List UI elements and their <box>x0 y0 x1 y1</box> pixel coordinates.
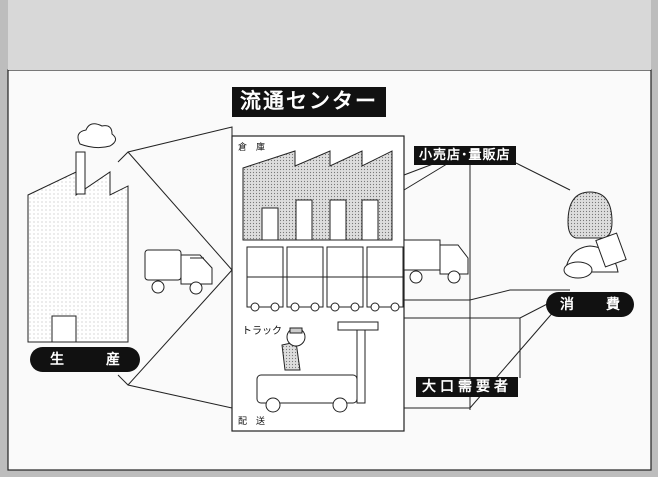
production-label: 生 産 <box>30 347 140 372</box>
forklift-icon <box>256 321 379 413</box>
consumption-left-char: 消 <box>560 296 574 313</box>
consumption-label: 消 費 <box>546 292 634 317</box>
truck-right-icon <box>403 239 469 284</box>
truck-label: トラック <box>242 326 282 337</box>
warehouse-label: 倉 庫 <box>238 143 266 153</box>
production-right-char: 産 <box>106 351 120 368</box>
consumer-icon <box>563 191 627 279</box>
distribution-center-box <box>231 135 405 432</box>
bulk-customer-label: 大口需要者 <box>416 377 518 397</box>
factory-icon <box>27 123 129 343</box>
truck-left-icon <box>144 249 213 295</box>
connector-lines <box>117 126 571 410</box>
diagram-title: 流通センター <box>232 87 386 117</box>
production-left-char: 生 <box>50 351 64 368</box>
retail-label: 小売店･量販店 <box>414 146 516 165</box>
delivery-label: 配 送 <box>238 417 266 427</box>
consumption-right-char: 費 <box>606 296 620 313</box>
top-strip <box>8 0 651 70</box>
